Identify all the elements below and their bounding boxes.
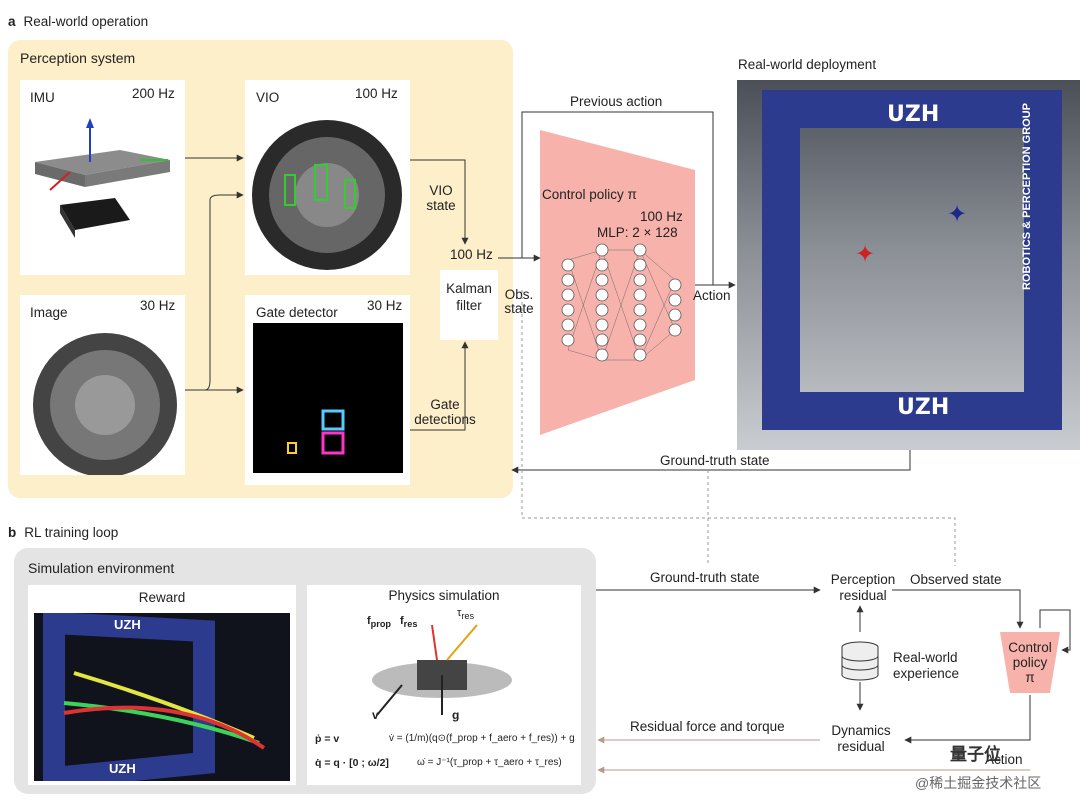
drone-blue: ✦ <box>947 201 968 228</box>
database-icon <box>841 641 879 681</box>
gate-text-bottom: UZH <box>897 395 950 420</box>
reward-gate-bottom: UZH <box>109 761 136 776</box>
kalman-label-2: filter <box>456 298 482 313</box>
physics-label: Physics simulation <box>388 588 500 603</box>
f-prop-label-left: fprop <box>367 615 392 630</box>
gate-detector-rate: 30 Hz <box>367 298 403 313</box>
imu-rate: 200 Hz <box>132 86 175 101</box>
vio-rate: 100 Hz <box>355 86 398 101</box>
residual-force-label: Residual force and torque <box>630 719 785 734</box>
gate-detector-label: Gate detector <box>256 305 338 320</box>
section-b-header: b RL training loop <box>8 525 118 540</box>
vio-label: VIO <box>256 90 280 105</box>
imu-illustration <box>35 118 170 238</box>
deployment-title: Real-world deployment <box>738 57 877 72</box>
watermark-primary: 量子位 <box>950 745 1001 764</box>
gate-detector-image <box>253 323 403 473</box>
gate-detector-panel <box>245 295 410 485</box>
physics-panel: Physics simulation fprop fres τres v g ṗ… <box>307 585 581 785</box>
reward-gate-top: UZH <box>114 617 141 632</box>
simulation-title: Simulation environment <box>28 560 175 576</box>
action-label: Action <box>693 288 731 303</box>
section-a-letter: a <box>8 14 16 29</box>
gate-frame <box>762 90 1062 430</box>
section-a-header: a Real-world operation <box>8 14 148 29</box>
drone-red: ✦ <box>855 241 876 268</box>
image-rate: 30 Hz <box>140 298 176 313</box>
v-label: v <box>372 708 379 722</box>
reward-panel: Reward UZH UZH <box>28 585 296 791</box>
gate-text-top: UZH <box>887 102 940 127</box>
equation-1-right: v̇ = (1/m)(q⊙(f_prop + f_aero + f_res)) … <box>389 733 575 744</box>
section-b-title: RL training loop <box>24 525 119 540</box>
imu-panel <box>20 80 185 275</box>
deployment-photo: UZH UZH ROBOTICS & PERCEPTION GROUP ✦ ✦ <box>737 80 1080 450</box>
f-res-label: fres <box>400 615 418 630</box>
drone-physics-illustration <box>372 624 512 716</box>
ground-truth-state-a: Ground-truth state <box>660 453 770 468</box>
equation-2-left: q̇ = q · [0 ; ω/2] <box>315 757 389 769</box>
image-label: Image <box>30 305 68 320</box>
g-label: g <box>452 708 460 722</box>
observed-state-label: Observed state <box>910 572 1002 587</box>
previous-action-label: Previous action <box>570 94 663 109</box>
reward-render: UZH UZH <box>34 611 290 791</box>
policy-rate: 100 Hz <box>640 209 683 224</box>
tau-res-label: τres <box>457 607 475 622</box>
policy-mlp: MLP: 2 × 128 <box>597 225 678 240</box>
vio-image <box>252 120 402 270</box>
control-policy-title: Control policy π <box>542 187 637 202</box>
vio-panel <box>245 80 410 275</box>
kalman-filter-box: Kalman filter <box>440 270 498 340</box>
gate-side-text: ROBOTICS & PERCEPTION GROUP <box>1021 102 1033 290</box>
control-policy-diagram <box>540 130 695 435</box>
watermark-secondary: @稀土掘金技术社区 <box>915 775 1042 791</box>
section-b-letter: b <box>8 525 17 540</box>
kalman-label-1: Kalman <box>446 281 492 296</box>
kalman-rate: 100 Hz <box>450 247 493 262</box>
perception-system-title: Perception system <box>20 50 136 66</box>
imu-label: IMU <box>30 90 55 105</box>
rl-action-label: Action <box>985 752 1023 767</box>
equation-2-right: ω̇ = J⁻¹(τ_prop + τ_aero + τ_res) <box>417 757 562 768</box>
fisheye-image <box>33 333 177 477</box>
image-panel <box>20 295 185 477</box>
equation-1-left: ṗ = v <box>315 733 340 745</box>
reward-label: Reward <box>138 590 186 605</box>
ground-truth-state-b: Ground-truth state <box>650 570 760 585</box>
section-a-title: Real-world operation <box>23 14 149 29</box>
